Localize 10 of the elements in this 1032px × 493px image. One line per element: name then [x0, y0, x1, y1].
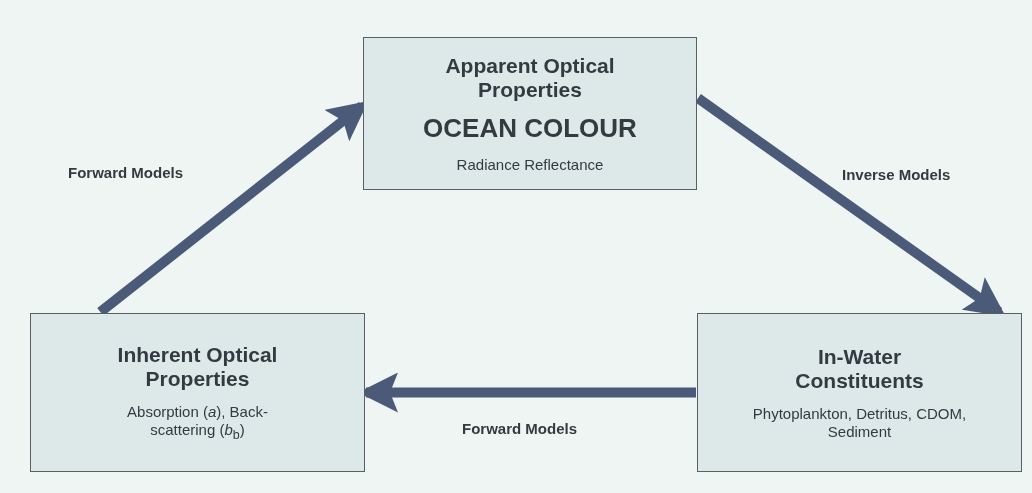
process-box: [697, 313, 1022, 472]
process-box: [363, 37, 697, 190]
box-text: Radiance Reflectance: [456, 155, 604, 174]
box-heading: Apparent Optical Properties: [444, 53, 616, 103]
box-heading: Inherent Optical Properties: [116, 343, 279, 392]
box-text: Phytoplankton, Detritus, CDOM, Sediment: [752, 405, 967, 440]
box-text: Absorption (a), Back-scattering (b$_{b}$): [126, 403, 269, 442]
box-text: OCEAN COLOUR: [423, 114, 637, 144]
process-box: [30, 313, 365, 472]
box-heading: In-Water Constituents: [794, 345, 925, 394]
